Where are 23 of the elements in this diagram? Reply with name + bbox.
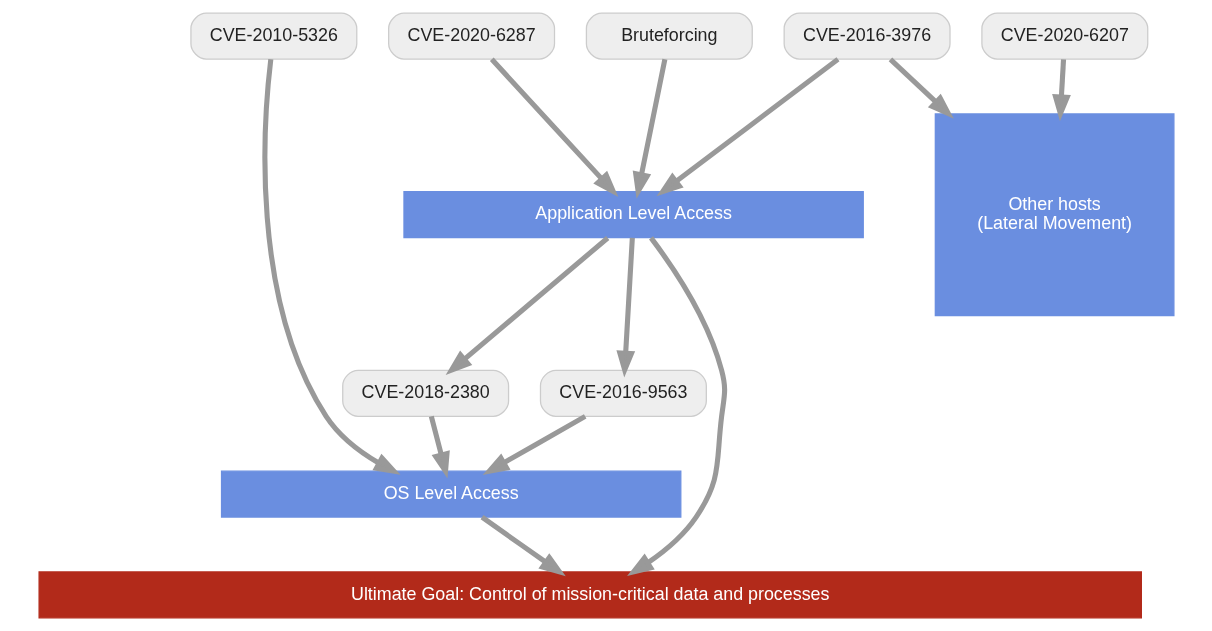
node-box: CVE-2016-9563 [539,369,707,417]
arrow [428,415,450,479]
node-box: CVE-2020-6287 [387,12,555,60]
node-box: OS Level Access [220,470,681,518]
arrow [888,57,954,119]
node-box: Application Level Access [402,191,864,239]
node-box: CVE-2016-3976 [783,12,951,60]
arrow [489,57,618,197]
arrow [482,414,586,475]
arrow [480,515,566,577]
arrow [656,57,839,197]
arrow [261,59,401,475]
arrow [445,236,609,376]
arrow [632,58,667,199]
arrow [615,237,635,378]
arrow [626,236,727,576]
arrow [1051,59,1071,122]
node-box: Ultimate Goal: Control of mission-critical data and processes [37,571,1142,619]
node-box: CVE-2010-5326 [189,12,357,60]
node-box: Bruteforcing [585,12,753,60]
node-box: Other hosts (Lateral Movement) [934,113,1175,317]
node-box: CVE-2020-6207 [980,12,1148,60]
node-box: CVE-2018-2380 [341,369,509,417]
